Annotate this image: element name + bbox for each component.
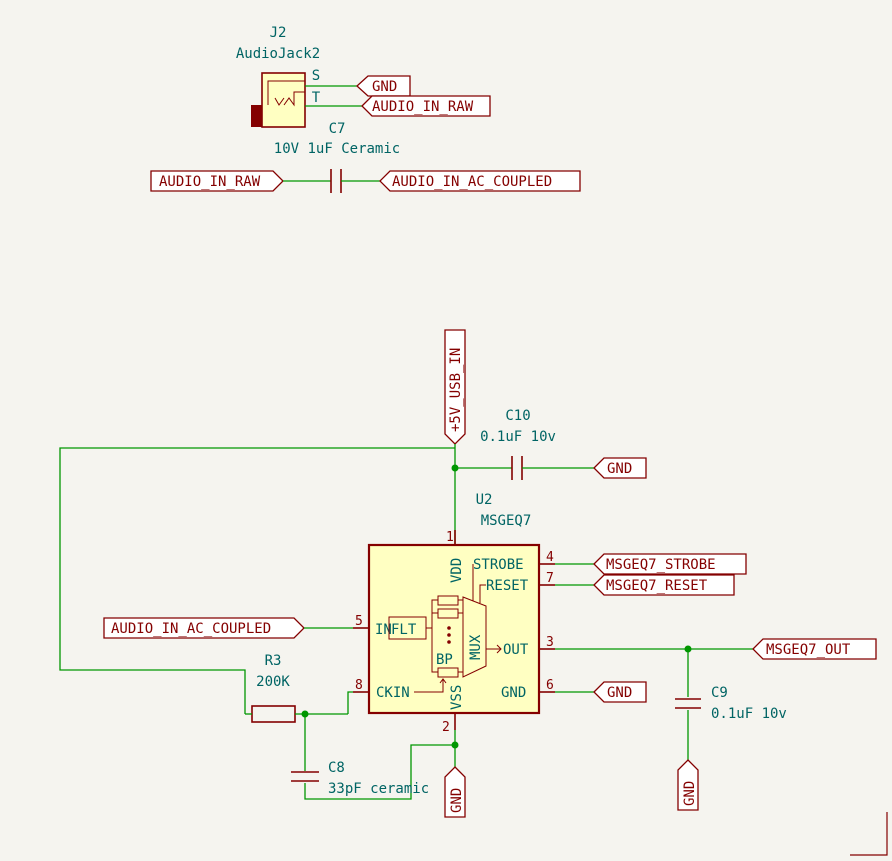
u2-gnd-label: GND [501,685,526,701]
label-audio-in-raw-j2-text: AUDIO_IN_RAW [372,99,474,115]
u2-vss-label: VSS [449,685,465,710]
label-usb-in[interactable]: +5V_USB_IN [444,329,466,445]
c9-capacitor[interactable] [675,698,701,709]
label-gnd-j2[interactable]: GND [356,75,411,97]
u2-ellipsis-dot-1 [447,626,451,630]
label-gnd-bottom-text: GND [449,788,465,813]
c10-capacitor[interactable] [511,456,523,480]
label-msgeq7-strobe-text: MSGEQ7_STROBE [606,557,716,573]
j2-sleeve [251,105,262,127]
c8-value: 33pF ceramic [328,781,429,797]
u2-msgeq7[interactable]: 1 4 7 5 3 8 6 2 VDD STROBE RESET IN OUT … [353,530,555,735]
label-audio-in-raw-c7[interactable]: AUDIO_IN_RAW [150,170,284,192]
c10-value: 0.1uF 10v [480,429,556,445]
u2-bp-label: BP [436,652,453,668]
u2-out-arrow [496,644,502,654]
r3-reference: R3 [265,653,282,669]
junction-vdd [451,464,459,472]
u2-pin6-number: 6 [546,678,554,693]
j2-pin-s-label: S [312,68,320,84]
u2-flt-bus-bottom [431,628,438,673]
u2-out-label: OUT [503,642,529,658]
label-usb-in-text: +5V_USB_IN [448,348,464,432]
u2-mux-block [462,596,487,678]
label-msgeq7-out-text: MSGEQ7_OUT [766,642,851,658]
c7-capacitor[interactable] [330,169,342,193]
u2-reference: U2 [476,492,493,508]
label-audio-in-ac-coupled-u2[interactable]: AUDIO_IN_AC_COUPLED [103,617,305,639]
u2-pin8-number: 8 [355,678,363,693]
c8-capacitor[interactable] [291,771,319,782]
sheet-frame-corner [850,812,888,856]
j2-body [261,72,306,128]
label-audio-in-ac-coupled-c7-text: AUDIO_IN_AC_COUPLED [392,174,552,190]
c10-reference: C10 [505,408,530,424]
label-gnd-j2-text: GND [372,79,397,95]
c7-value: 10V 1uF Ceramic [274,141,400,157]
label-audio-in-ac-coupled-u2-text: AUDIO_IN_AC_COUPLED [111,621,271,637]
c9-reference: C9 [711,685,728,701]
c8-reference: C8 [328,760,345,776]
label-gnd-c9-text: GND [682,781,698,806]
label-gnd-u2-text: GND [607,685,632,701]
u2-pin5-number: 5 [355,614,363,629]
label-gnd-u2[interactable]: GND [593,681,647,703]
u2-pin4-number: 4 [546,550,554,565]
u2-body [367,543,541,715]
label-msgeq7-strobe[interactable]: MSGEQ7_STROBE [593,553,747,575]
label-msgeq7-reset[interactable]: MSGEQ7_RESET [593,574,735,596]
j2-reference: J2 [270,25,287,41]
label-msgeq7-reset-text: MSGEQ7_RESET [606,578,708,594]
u2-pin2-number: 2 [442,720,450,735]
u2-flt-label: FLT [391,622,417,638]
u2-reset-label: RESET [486,578,529,594]
u2-value: MSGEQ7 [481,513,532,529]
u2-ckin-label: CKIN [376,685,410,701]
label-audio-in-raw-j2[interactable]: AUDIO_IN_RAW [361,95,491,117]
u2-in-label: IN [375,622,392,638]
c9-value: 0.1uF 10v [711,706,787,722]
junction-vss [451,741,459,749]
r3-resistor[interactable] [251,705,296,723]
j2-detect-spring [274,97,285,106]
u2-ckin-line [414,679,444,693]
label-gnd-c10[interactable]: GND [593,457,647,479]
wire-ckin [347,691,353,714]
u2-mux-label: MUX [468,634,484,660]
label-audio-in-ac-coupled-c7[interactable]: AUDIO_IN_AC_COUPLED [379,170,581,192]
u2-ellipsis-dot-3 [447,640,451,644]
label-audio-in-raw-c7-text: AUDIO_IN_RAW [159,174,261,190]
label-msgeq7-out[interactable]: MSGEQ7_OUT [752,638,877,660]
label-gnd-c9[interactable]: GND [677,759,699,811]
u2-strobe-label: STROBE [473,557,524,573]
j2-pin-t-label: T [312,90,321,106]
u2-pin7-number: 7 [546,571,554,586]
u2-vdd-label: VDD [449,558,465,583]
u2-ckin-arrow [439,678,447,684]
u2-ellipsis-dot-2 [447,633,451,637]
j2-tip-contact [283,91,305,107]
j2-value: AudioJack2 [236,46,320,62]
c7-reference: C7 [329,121,346,137]
u2-flt-bus-top [426,599,438,629]
r3-value: 200K [256,674,290,690]
wire-vdd-to-r3 [59,447,455,714]
u2-pin1-number: 1 [446,530,454,545]
u2-reset-line [479,584,486,603]
j2-audio-jack[interactable]: J2 AudioJack2 S T [236,25,321,128]
label-gnd-bottom[interactable]: GND [444,766,466,818]
wire-c8-bottom [304,744,455,800]
label-gnd-c10-text: GND [607,461,632,477]
j2-sleeve-contact [267,80,305,105]
u2-pin3-number: 3 [546,635,554,650]
